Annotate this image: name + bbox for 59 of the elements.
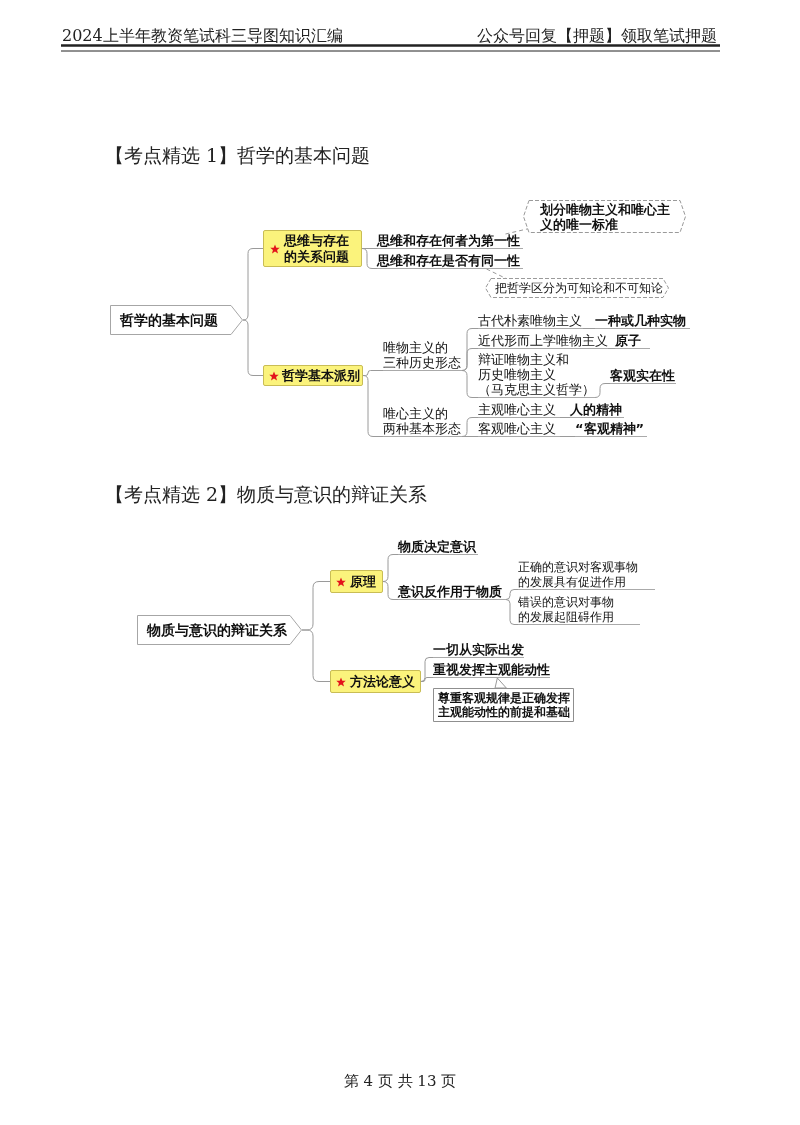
- topic-text: 原理: [350, 573, 376, 590]
- topic-box: [330, 570, 383, 593]
- branch-topic: 近代形而上学唯物主义: [478, 333, 608, 349]
- branch-topic: 辩证唯物主义和历史唯物主义（马克思主义哲学）: [478, 352, 595, 398]
- branch-topic: 客观唯心主义: [478, 421, 560, 437]
- branch-topic: 一种或几种实物: [595, 313, 690, 329]
- branch-topic: 一切从实际出发: [433, 642, 524, 658]
- connector: [420, 657, 434, 682]
- branch-topic: 物质决定意识: [398, 539, 478, 555]
- callout-box: 把哲学区分为可知论和不可知论: [485, 278, 669, 298]
- topic-box: [330, 670, 421, 693]
- branch-topic: 意识反作用于物质: [398, 584, 506, 600]
- branch-topic: 原子: [615, 333, 650, 349]
- connector: [242, 248, 264, 321]
- connector: [382, 554, 399, 582]
- callout-box: 尊重客观规律是正确发挥主观能动性的前提和基础: [433, 688, 574, 722]
- root-topic: 物质与意识的辩证关系: [137, 615, 302, 645]
- root-topic: 哲学的基本问题: [110, 305, 243, 335]
- section-heading: 【考点精选 1】哲学的基本问题: [105, 144, 371, 167]
- connector: [607, 348, 616, 349]
- connector: [461, 436, 479, 437]
- connector: [559, 417, 571, 418]
- connector: [505, 589, 519, 600]
- page-number: 第 4 页 共 13 页: [343, 1072, 457, 1091]
- connector: [559, 436, 576, 437]
- connector: [420, 677, 434, 682]
- topic-text: 思维与存在的关系问题: [284, 232, 349, 265]
- header-title: 2024上半年教资笔试科三导图知识汇编: [62, 26, 343, 46]
- branch-topic: 思维和存在何者为第一性: [377, 234, 523, 249]
- branch-topic: 古代朴素唯物主义: [478, 313, 583, 329]
- branch-topic: 唯物主义的三种历史形态: [383, 340, 462, 371]
- connector: [362, 375, 384, 437]
- connector: [242, 319, 264, 376]
- connector: [461, 348, 479, 371]
- branch-topic: 思维和存在是否有同一性: [377, 254, 523, 269]
- branch-topic: 主观唯心主义: [478, 402, 560, 418]
- connector: [461, 417, 479, 437]
- connector: [361, 248, 378, 269]
- connector: [301, 629, 331, 682]
- topic-box: [263, 230, 362, 267]
- connector: [461, 370, 479, 398]
- branch-topic: 人的精神: [570, 402, 624, 418]
- branch-topic: 客观实在性: [610, 368, 676, 384]
- topic-box: [263, 365, 363, 386]
- header-note: 公众号回复【押题】领取笔试押题: [477, 26, 717, 46]
- branch-topic: 重视发挥主观能动性: [433, 662, 550, 678]
- branch-topic: 唯心主义的两种基本形态: [383, 406, 462, 437]
- connector: [505, 599, 519, 625]
- callout-pointer: [494, 677, 507, 689]
- connector: [382, 581, 399, 600]
- callout-box: 划分唯物主义和唯心主义的唯一标准: [523, 200, 686, 233]
- section-heading: 【考点精选 2】物质与意识的辩证关系: [105, 483, 428, 506]
- topic-text: 方法论意义: [350, 673, 415, 690]
- connector: [582, 328, 596, 329]
- connector: [594, 383, 611, 398]
- branch-topic: 正确的意识对客观事物的发展具有促进作用: [518, 560, 655, 590]
- topic-text: 哲学基本派别: [282, 367, 360, 384]
- branch-topic: 错误的意识对事物的发展起阻碍作用: [518, 595, 640, 625]
- branch-topic: “客观精神”: [575, 421, 647, 437]
